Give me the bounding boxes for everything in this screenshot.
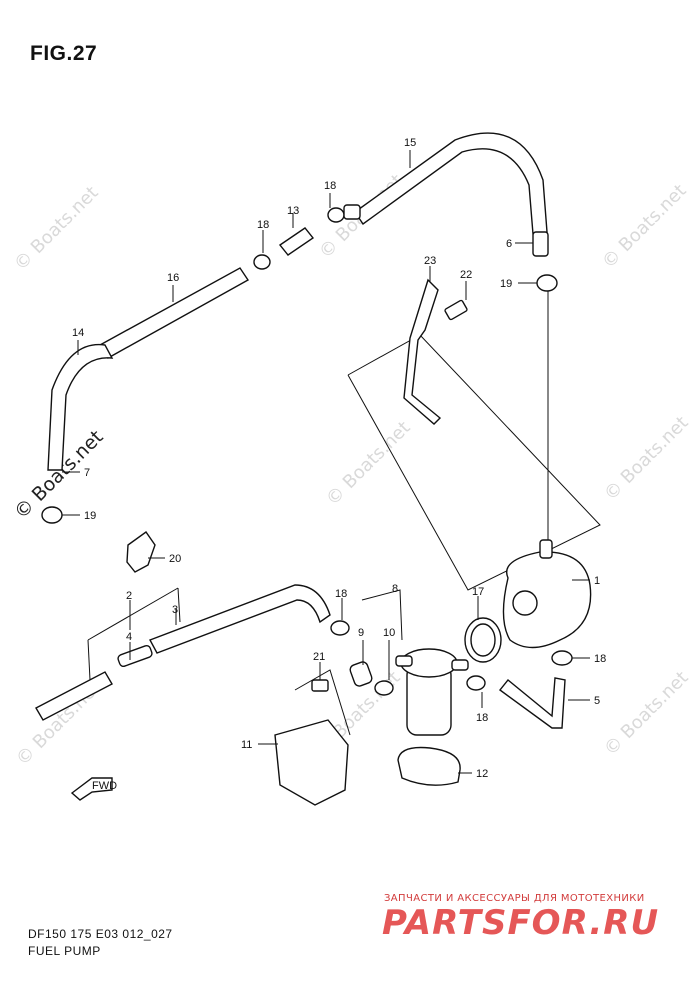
bolt-21	[311, 679, 329, 692]
pipe-joint	[343, 204, 361, 220]
callout-19: 19	[500, 278, 512, 290]
callout-12: 12	[476, 768, 488, 780]
callout-7: 7	[84, 467, 90, 479]
callout-14: 14	[72, 327, 84, 339]
callout-15: 15	[404, 137, 416, 149]
caption-model-line: DF150 175 E03 012_027	[28, 927, 173, 941]
callout-8: 8	[392, 583, 398, 595]
brand-logo: PARTSFOR.RU	[382, 903, 660, 943]
callout-3: 3	[172, 604, 178, 616]
clamp-18	[330, 620, 350, 636]
hose-end-6	[532, 231, 549, 257]
filter-nipple	[395, 655, 413, 667]
joint-4	[117, 644, 153, 668]
diagram-caption: DF150 175 E03 012_027 FUEL PUMP	[28, 926, 173, 960]
callout-18: 18	[594, 653, 606, 665]
caption-section-line: FUEL PUMP	[28, 944, 101, 958]
fwd-arrow	[70, 777, 113, 801]
reference-line	[177, 587, 181, 623]
callout-23: 23	[424, 255, 436, 267]
o-ring-17-inner	[470, 623, 496, 657]
clamp-18	[466, 675, 486, 691]
callout-22: 22	[460, 269, 472, 281]
clamp-18	[551, 650, 573, 666]
clamp-10	[374, 680, 394, 696]
fuel-hose-5	[498, 677, 566, 729]
callout-6: 6	[506, 238, 512, 250]
bracket-11	[274, 719, 349, 806]
figure-title: FIG.27	[30, 42, 98, 65]
callout-5: 5	[594, 695, 600, 707]
callout-18: 18	[324, 180, 336, 192]
callout-21: 21	[313, 651, 325, 663]
callout-13: 13	[287, 205, 299, 217]
callout-19: 19	[84, 510, 96, 522]
reference-line	[294, 669, 351, 736]
clamp-18	[253, 254, 271, 270]
callout-18: 18	[476, 712, 488, 724]
clamp-18	[327, 207, 345, 223]
filter-bracket-12	[397, 746, 461, 786]
callout-11: 11	[241, 739, 252, 751]
callout-20: 20	[169, 553, 181, 565]
callout-9: 9	[358, 627, 364, 639]
pump-port	[512, 590, 538, 616]
callout-18: 18	[257, 219, 269, 231]
reference-line	[87, 639, 91, 681]
fuel-hose-14	[47, 343, 114, 471]
bracket-23	[403, 278, 442, 425]
fuel-hose-2	[35, 671, 113, 721]
filter-nipple	[451, 659, 469, 671]
clamp-19	[536, 274, 558, 292]
pump-nozzle	[539, 539, 553, 559]
reference-line	[361, 589, 403, 641]
clamp-20	[126, 531, 156, 573]
callout-18: 18	[335, 588, 347, 600]
brand-tagline: ЗАПЧАСТИ И АКСЕССУАРЫ ДЛЯ МОТОТЕХНИКИ	[384, 893, 645, 904]
callout-17: 17	[472, 586, 484, 598]
callout-10: 10	[383, 627, 395, 639]
fwd-label: FWD	[92, 780, 117, 792]
clamp-19	[41, 506, 63, 524]
fuel-hose-15	[354, 132, 548, 235]
callout-16: 16	[167, 272, 179, 284]
reference-line	[347, 334, 601, 591]
reference-line	[87, 587, 179, 641]
leader-lines	[62, 150, 590, 774]
fuel-pump-1	[502, 551, 592, 649]
fuel-hose-3	[149, 584, 331, 654]
joint-13	[278, 227, 315, 256]
callout-2: 2	[126, 590, 132, 602]
hose-piece-9	[349, 661, 373, 687]
callout-1: 1	[594, 575, 600, 587]
bolt-22	[444, 299, 468, 321]
callout-4: 4	[126, 631, 132, 643]
